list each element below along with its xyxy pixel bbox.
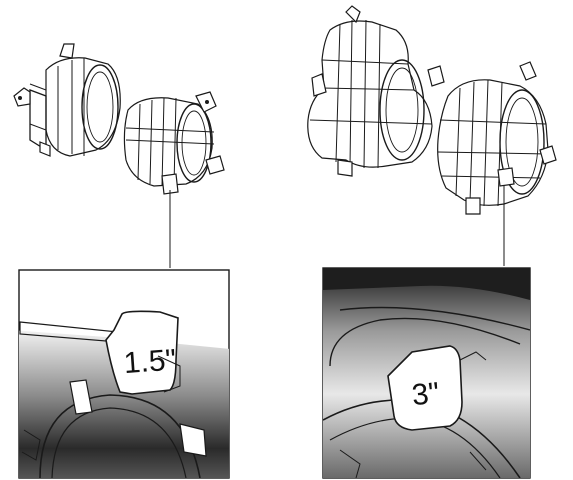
large-adapter-front	[437, 61, 557, 215]
small-adapter-front	[123, 91, 225, 195]
size-tab-large	[387, 345, 463, 431]
size-tab-small	[105, 310, 179, 395]
size-label-large: 3"	[410, 377, 441, 413]
large-adapter-assembly	[307, 5, 557, 266]
small-adapter-assembly	[13, 43, 225, 268]
large-adapter-rear	[307, 5, 445, 177]
detail-box-large: 3"	[322, 267, 531, 479]
detail-box-small: 1.5"	[18, 269, 230, 479]
size-label-small: 1.5"	[123, 344, 178, 381]
small-adapter-rear	[13, 43, 121, 157]
